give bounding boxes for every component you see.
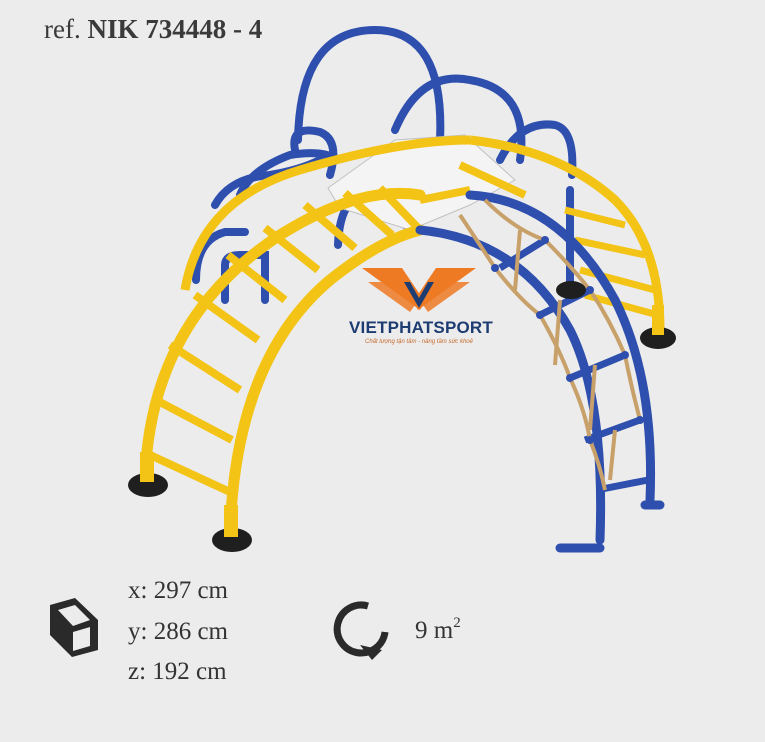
area-readout: 9 m2 bbox=[415, 615, 461, 645]
rotation-area-icon bbox=[333, 601, 389, 660]
product-reference: ref. NIK 734448 - 4 bbox=[44, 14, 262, 45]
dimension-y: y: 286 cm bbox=[128, 618, 228, 645]
brand-slogan: Chất lượng tận tâm - nâng tầm sức khoẻ bbox=[365, 339, 473, 345]
yellow-post-ends bbox=[140, 305, 664, 537]
footings bbox=[128, 281, 676, 552]
back-yellow-rail bbox=[180, 135, 471, 291]
dimension-x: x: 297 cm bbox=[128, 577, 228, 604]
area-unit-sup: 2 bbox=[453, 615, 461, 631]
top-platform bbox=[327, 134, 516, 231]
dimensions-box-icon bbox=[50, 598, 98, 657]
brand-name: VIETPHATSPORT bbox=[349, 318, 493, 337]
area-value: 9 m bbox=[415, 617, 454, 644]
dimension-z: z: 192 cm bbox=[128, 658, 227, 685]
brand-logo-mark bbox=[362, 268, 476, 312]
right-yellow-arch bbox=[469, 135, 665, 331]
front-yellow-rungs bbox=[148, 161, 527, 496]
rope-knots bbox=[491, 236, 644, 444]
ref-prefix: ref. bbox=[44, 14, 81, 44]
ref-code: NIK 734448 - 4 bbox=[87, 14, 263, 44]
